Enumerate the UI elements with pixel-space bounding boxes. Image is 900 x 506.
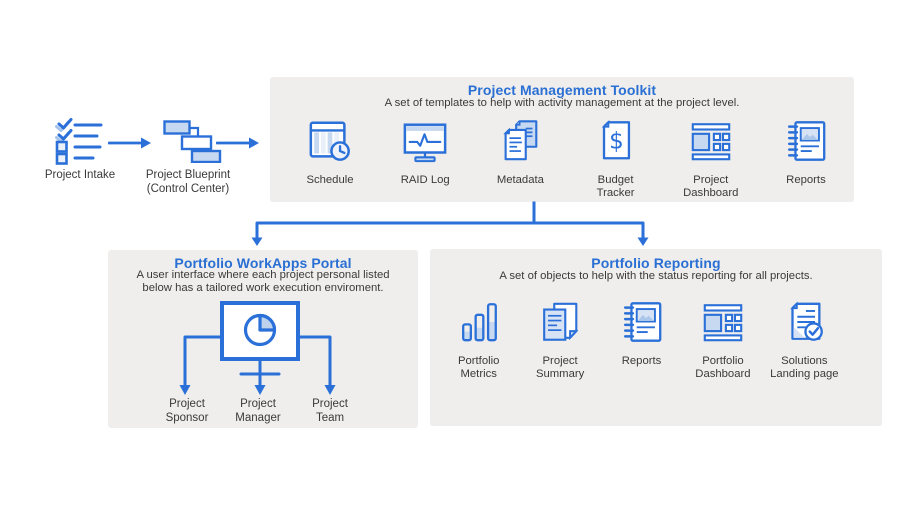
toolkit-item-label: Budget Tracker (596, 174, 635, 199)
reporting-title: Portfolio Reporting (591, 255, 721, 271)
documents-summary-icon (537, 299, 583, 345)
role-project-manager: Project Manager (235, 398, 281, 424)
reporting-item-reports: Reports (601, 299, 682, 381)
dashboard-icon (688, 118, 734, 164)
reporting-item-label: Portfolio Dashboard (695, 355, 751, 380)
toolkit-item-label: Schedule (306, 174, 354, 186)
dashboard-icon (700, 299, 746, 345)
svg-text:$: $ (609, 129, 624, 155)
workapps-title: Portfolio WorkApps Portal (174, 255, 352, 271)
spiral-notebook-icon (619, 299, 665, 345)
documents-copy-icon (497, 118, 543, 164)
split-connector-arrows (251, 201, 649, 246)
dollar-document-icon: $ (593, 118, 639, 164)
checklist-icon (53, 117, 103, 165)
spiral-notebook-icon (783, 118, 829, 164)
toolkit-title: Project Management Toolkit (467, 82, 657, 98)
toolkit-item-schedule: Schedule (286, 118, 374, 200)
toolkit-item-raid-log: RAID Log (381, 118, 469, 200)
toolkit-box: Project Management Toolkit A set of temp… (270, 77, 854, 202)
document-check-icon (781, 299, 827, 345)
flow-arrow-icon (108, 137, 151, 149)
workapps-subtitle: A user interface where each project pers… (136, 269, 390, 294)
toolkit-item-reports: Reports (762, 118, 850, 200)
blueprint-label: Project Blueprint (Control Center) (145, 169, 231, 195)
reporting-subtitle: A set of objects to help with the status… (499, 270, 813, 282)
toolkit-item-label: Reports (786, 174, 826, 186)
reporting-item-portfolio-metrics: Portfolio Metrics (438, 299, 519, 381)
calendar-clock-icon (307, 118, 353, 164)
reporting-box: Portfolio Reporting A set of objects to … (430, 249, 882, 426)
toolkit-item-metadata: Metadata (476, 118, 564, 200)
bar-chart-icon (456, 299, 502, 345)
reporting-item-project-summary: Project Summary (519, 299, 600, 381)
toolkit-item-label: Project Dashboard (683, 174, 739, 199)
reporting-item-solutions-landing-page: Solutions Landing page (764, 299, 845, 381)
toolkit-subtitle: A set of templates to help with activity… (384, 97, 740, 109)
toolkit-item-label: Metadata (496, 174, 544, 186)
role-project-sponsor: Project Sponsor (165, 398, 209, 424)
flow-arrow-icon (216, 137, 259, 149)
reporting-item-label: Project Summary (535, 355, 585, 380)
toolkit-items: Schedule RAID Log (286, 118, 850, 200)
reporting-item-label: Solutions Landing page (770, 355, 839, 380)
org-chart-icon (163, 120, 222, 164)
reporting-item-label: Portfolio Metrics (457, 355, 500, 380)
toolkit-item-project-dashboard: Project Dashboard (667, 118, 755, 200)
monitor-pulse-icon (402, 118, 448, 164)
reporting-items: Portfolio Metrics Project Summary (438, 299, 845, 381)
role-project-team: Project Team (312, 398, 348, 424)
toolkit-item-label: RAID Log (400, 174, 450, 186)
workapps-box: Portfolio WorkApps Portal A user interfa… (108, 250, 418, 428)
reporting-item-portfolio-dashboard: Portfolio Dashboard (682, 299, 763, 381)
monitor-pie-chart-icon (179, 301, 336, 395)
toolkit-item-budget-tracker: $ Budget Tracker (572, 118, 660, 200)
reporting-item-label: Reports (621, 355, 662, 367)
intake-label: Project Intake (44, 169, 116, 181)
